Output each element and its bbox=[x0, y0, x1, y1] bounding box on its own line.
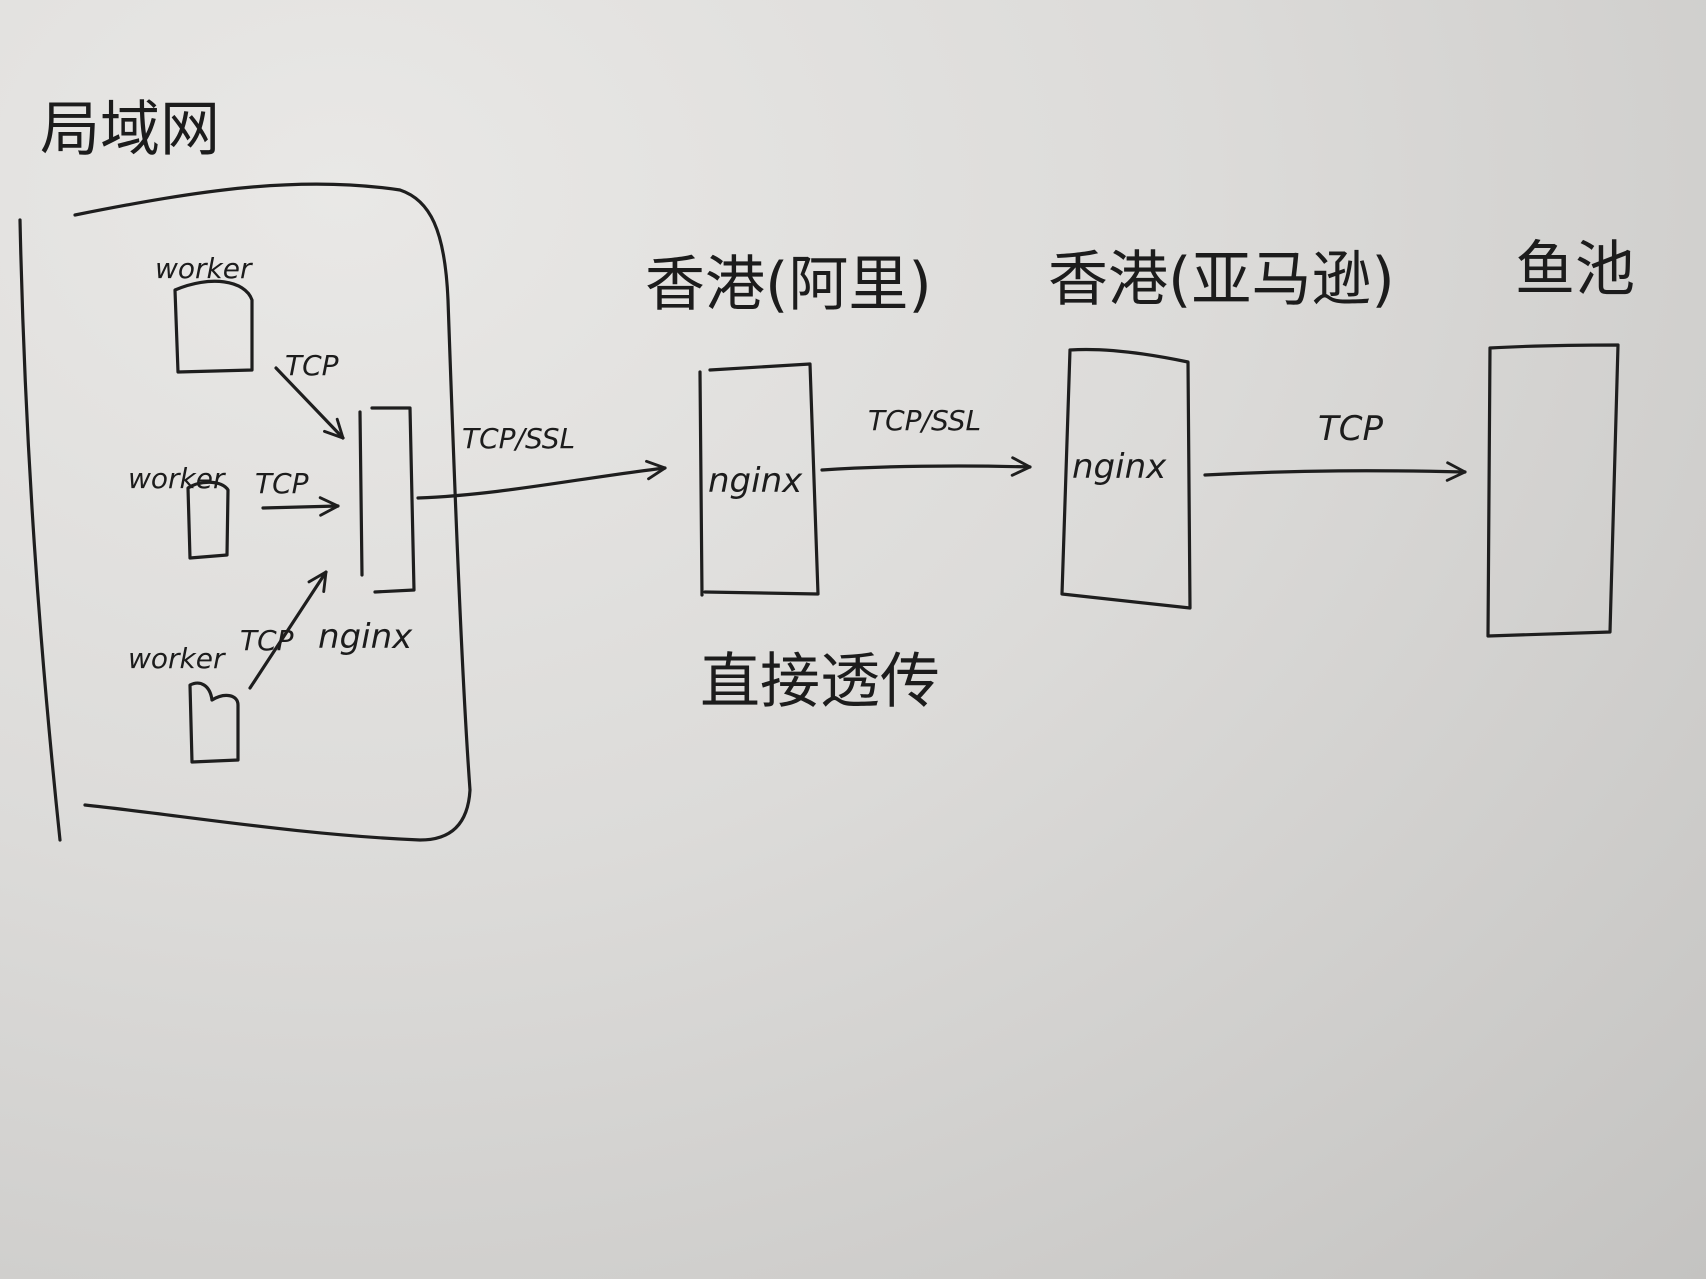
worker-node-1 bbox=[173, 279, 254, 374]
amazon-to-pool-label: TCP bbox=[1318, 409, 1384, 449]
aliyun-to-amazon-label: TCP/SSL bbox=[868, 404, 981, 437]
lan-nginx-box bbox=[358, 406, 416, 594]
hk-aliyun-title: 香港(阿里) bbox=[645, 250, 932, 320]
hk-aliyun-nginx-label: nginx bbox=[708, 461, 803, 501]
amazon-to-pool-arrow bbox=[1203, 461, 1467, 482]
hk-aliyun-nginx-box bbox=[698, 362, 820, 597]
worker1-to-nginx-arrow bbox=[274, 366, 345, 440]
lan-uplink-label: TCP/SSL bbox=[462, 422, 575, 455]
worker-node-2 bbox=[186, 480, 230, 560]
lan-boundary bbox=[18, 182, 472, 842]
lan-title: 局域网 bbox=[40, 95, 220, 165]
hk-amazon-title: 香港(亚马逊) bbox=[1048, 245, 1395, 315]
hk-amazon-nginx-box bbox=[1060, 347, 1192, 610]
hk-amazon-nginx-label: nginx bbox=[1072, 447, 1167, 487]
lan-to-aliyun-arrow bbox=[416, 459, 667, 500]
worker2-to-nginx-arrow bbox=[261, 496, 340, 517]
worker-node-3 bbox=[188, 681, 240, 764]
worker1-link-label: TCP bbox=[285, 349, 339, 382]
worker-label-2: worker bbox=[128, 462, 226, 495]
lan-nginx-label: nginx bbox=[318, 617, 413, 657]
worker-label-1: worker bbox=[155, 252, 253, 285]
worker3-link-label: TCP bbox=[240, 624, 294, 657]
worker3-to-nginx-arrow bbox=[248, 570, 328, 690]
aliyun-to-amazon-arrow bbox=[820, 456, 1032, 477]
worker2-link-label: TCP bbox=[255, 467, 309, 500]
pool-box bbox=[1486, 343, 1620, 638]
pool-title: 鱼池 bbox=[1515, 235, 1635, 305]
worker-label-3: worker bbox=[128, 642, 226, 675]
hk-aliyun-note: 直接透传 bbox=[700, 647, 940, 717]
